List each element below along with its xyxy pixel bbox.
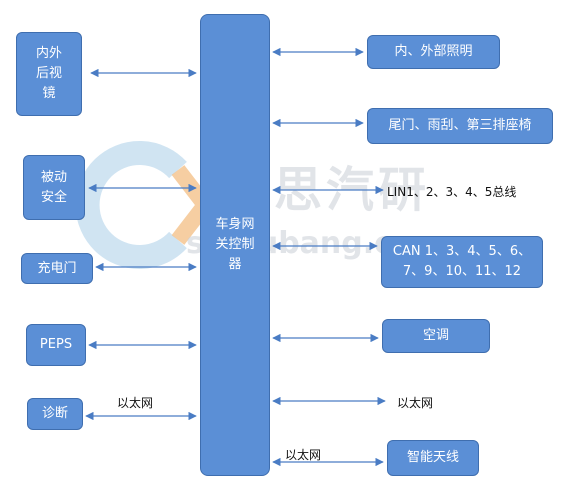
module-diagnosis: 诊断 — [27, 398, 83, 430]
module-air-conditioning: 空调 — [382, 319, 490, 353]
lin-bus-label: LIN1、2、3、4、5总线 — [387, 185, 517, 199]
module-label: 诊断 — [41, 406, 68, 421]
module-peps: PEPS — [26, 324, 86, 366]
ethernet-label-bottom: 以太网 — [285, 448, 322, 462]
module-tailgate-wiper-seat: 尾门、雨刮、第三排座椅 — [367, 108, 553, 144]
module-label: 智能天线 — [406, 450, 459, 465]
module-label: PEPS — [39, 337, 73, 352]
module-label: CAN 1、3、4、5、6、 7、9、10、11、12 — [392, 244, 532, 279]
ethernet-label-right: 以太网 — [397, 396, 434, 410]
module-smart-antenna: 智能天线 — [387, 440, 479, 476]
module-rearview-mirror: 内外 后视 镜 — [16, 32, 82, 116]
module-label: 被动 安全 — [40, 169, 67, 205]
module-passive-safety: 被动 安全 — [23, 155, 85, 220]
module-label: 内外 后视 镜 — [35, 46, 62, 101]
module-label: 充电门 — [37, 260, 77, 276]
ethernet-label-left: 以太网 — [117, 396, 154, 410]
module-label: 空调 — [422, 328, 449, 343]
module-can-bus: CAN 1、3、4、5、6、 7、9、10、11、12 — [381, 236, 543, 288]
module-label: 尾门、雨刮、第三排座椅 — [388, 118, 532, 133]
module-charge-door: 充电门 — [21, 253, 93, 284]
gateway-label: 车身网 关控制 器 — [215, 217, 255, 272]
module-lighting: 内、外部照明 — [367, 35, 500, 69]
module-label: 内、外部照明 — [394, 44, 473, 59]
body-gateway-controller: 车身网 关控制 器 — [200, 14, 270, 476]
